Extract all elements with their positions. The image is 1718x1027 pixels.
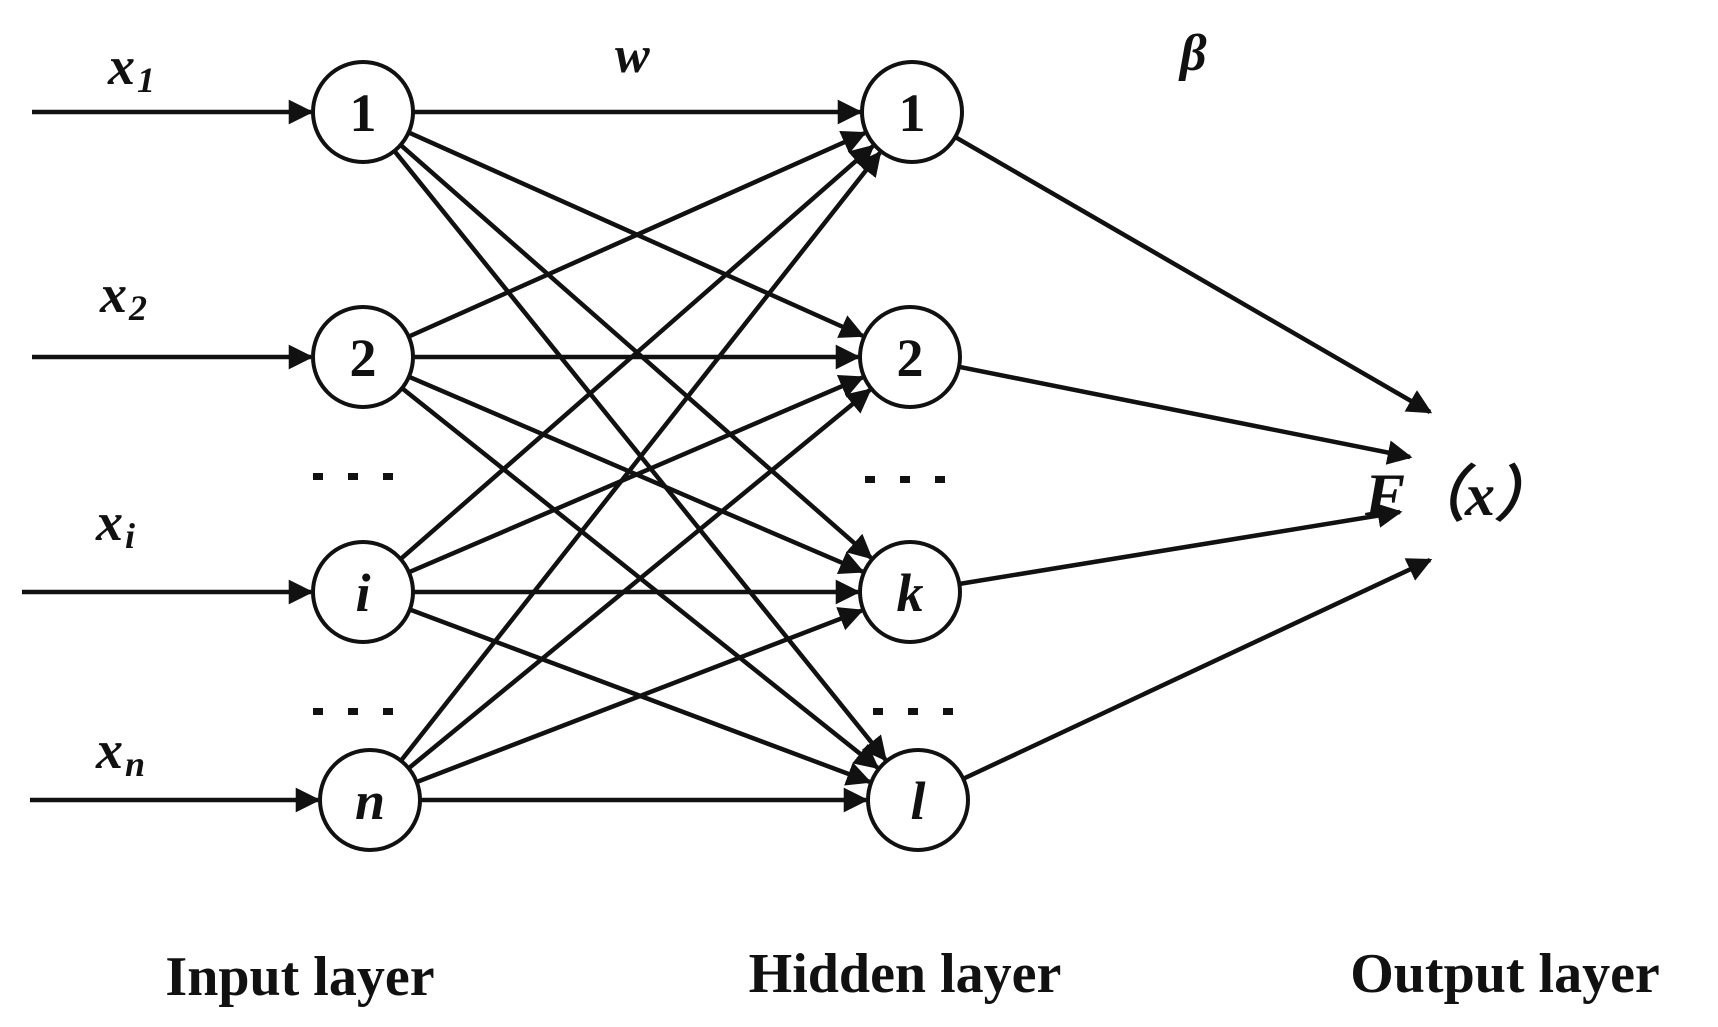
input-node-3-circle [311, 540, 415, 644]
input-node-1-label: 1 [350, 83, 377, 143]
input-node-2-label: 2 [350, 328, 377, 388]
edge-hid3-out [957, 503, 1403, 587]
input-node-3: i [311, 540, 415, 644]
hidden-node-2-label: 2 [897, 328, 924, 388]
input-node-3-label: i [355, 563, 370, 623]
edge-in1-hid3 [396, 140, 873, 560]
input-node-2-circle [311, 305, 415, 409]
input-arrows [22, 99, 321, 813]
edge-in2-hid1 [404, 130, 867, 341]
hidden-node-3-circle [858, 540, 962, 644]
edge-in1-hid2 [404, 128, 865, 338]
edge-in3-hid2 [404, 374, 865, 576]
hidden-node-3: k [858, 540, 962, 644]
input-hidden-connections [390, 99, 888, 813]
hidden-node-1-label: 1 [899, 83, 926, 143]
edge-hid4-out [960, 557, 1433, 782]
hidden-nodes: 1 2 k l [858, 60, 970, 852]
hidden-node-1-circle [860, 60, 964, 164]
hidden-ellipsis-lower [873, 708, 953, 715]
weight-label-w: w [615, 27, 650, 84]
edge-hid2-out [956, 364, 1413, 465]
edge-in4-hid3 [412, 607, 864, 786]
hidden-node-2: 2 [858, 305, 962, 409]
input-node-4: n [318, 748, 422, 852]
input-ellipsis-lower [313, 708, 393, 715]
edge-in3-hid1 [396, 144, 875, 564]
hidden-node-1: 1 [860, 60, 964, 164]
input-nodes: 1 2 i n [311, 60, 422, 852]
input-node-2: 2 [311, 305, 415, 409]
hidden-node-4: l [866, 748, 970, 852]
output-label: F（x） [1364, 462, 1555, 528]
edge-in4-hid1 [396, 150, 882, 766]
hidden-node-4-circle [866, 748, 970, 852]
hidden-ellipsis-upper [865, 476, 945, 483]
hidden-node-4-label: l [910, 771, 925, 831]
input-label-n: xn [95, 720, 145, 784]
hidden-layer-label: Hidden layer [749, 943, 1062, 1005]
input-node-4-label: n [355, 771, 385, 831]
hidden-node-3-label: k [897, 563, 924, 623]
input-node-1-circle [311, 60, 415, 164]
hidden-node-2-circle [858, 305, 962, 409]
input-ellipsis-upper [313, 473, 393, 480]
input-node-4-circle [318, 748, 422, 852]
input-label-2: x2 [99, 264, 147, 328]
edge-in2-hid4 [397, 383, 880, 770]
output-layer-label: Output layer [1350, 943, 1660, 1005]
input-label-1: x1 [107, 36, 155, 100]
edge-in1-hid4 [390, 146, 888, 762]
weight-label-beta: β [1178, 25, 1207, 82]
edge-in4-hid2 [404, 388, 872, 773]
input-label-i: xi [95, 492, 135, 556]
input-node-1: 1 [311, 60, 415, 164]
hidden-output-connections [952, 134, 1433, 782]
edge-hid1-out [952, 134, 1433, 414]
input-layer-label: Input layer [165, 946, 434, 1008]
